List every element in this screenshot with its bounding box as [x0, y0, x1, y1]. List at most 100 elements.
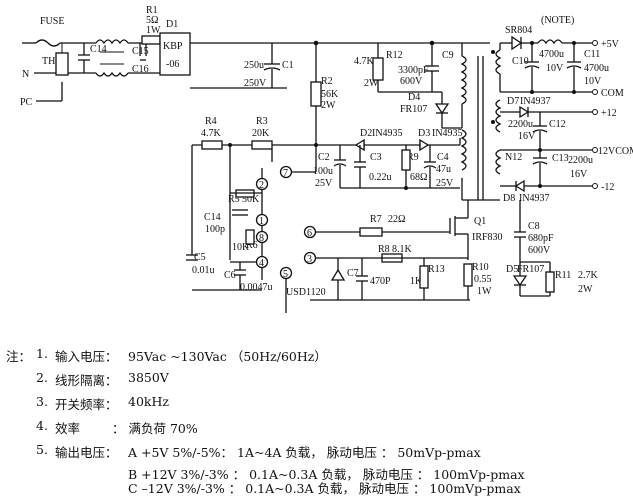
note-value-3: 40kHz: [128, 394, 169, 409]
diode-d4: [434, 92, 450, 128]
label-sr804: SR804: [505, 25, 532, 36]
label-r6-val: 10K: [232, 242, 250, 253]
label-r1-val: 5Ω: [146, 15, 158, 26]
capacitor-c8: [514, 200, 526, 262]
label-d5-p: FR107: [517, 264, 544, 275]
label-c4: C4: [437, 152, 449, 163]
label-c6-val: 0.0047u: [240, 282, 273, 293]
label-c11-val: 4700u: [584, 63, 609, 74]
label-out-com: COM: [601, 88, 624, 99]
label-r11-val: 2.7K: [578, 270, 599, 281]
label-ic: USD1120: [286, 287, 326, 298]
notes-section: 注： 1. 输入电压： 95Vac ~130Vac （50Hz/60Hz） 2.…: [0, 340, 633, 496]
label-kbp: KBP: [163, 41, 183, 52]
label-c12-val: 2200u: [508, 119, 533, 130]
zener-diode: [330, 258, 346, 300]
label-r11-w: 2W: [578, 284, 593, 295]
label-d3: D3: [418, 128, 430, 139]
resistor-r13: [419, 265, 429, 289]
terminal-12v[interactable]: [592, 109, 598, 115]
label-r12: R12: [386, 50, 403, 61]
capacitor-c10: [524, 43, 540, 92]
label-r2-val: 56K: [321, 89, 339, 100]
capacitor-c13: [532, 150, 548, 186]
svg-text:6: 6: [307, 228, 312, 239]
terminal-m12v[interactable]: [592, 183, 598, 189]
capacitor-c14-line: [78, 43, 90, 73]
label-c7-val: 470P: [370, 276, 391, 287]
capacitor-c2: [333, 145, 347, 188]
capacitor-c9: [425, 43, 439, 92]
label-d2-p: IN4935: [372, 128, 403, 139]
diode-d5: [512, 262, 528, 296]
label-c6: C6: [224, 270, 236, 281]
label-c10-val: 4700u: [539, 49, 564, 60]
label-r7: R7: [370, 214, 382, 225]
capacitor-c12: [532, 112, 548, 150]
label-c2-val: 100u: [313, 166, 333, 177]
label-r6: R6: [246, 240, 258, 251]
label-r1: R1: [146, 5, 158, 16]
label-r12-w: 2W: [364, 78, 379, 89]
resistor-r3: [251, 140, 273, 150]
terminal-5v[interactable]: [592, 40, 598, 46]
note-num-1: 1.: [36, 346, 48, 361]
label-c16: C16: [132, 64, 149, 75]
label-d7: D7: [507, 96, 519, 107]
note-value-4: ： 满负荷 70%: [112, 421, 198, 436]
label-c2: C2: [318, 152, 330, 163]
label-r11: R11: [555, 270, 571, 281]
label-n12: N12: [505, 152, 522, 163]
label-d4-p: FR107: [400, 104, 427, 115]
label-r10: R10: [472, 262, 489, 273]
note-label-3: 开关频率：: [55, 397, 118, 412]
label-c11: C11: [584, 49, 600, 60]
svg-text:4: 4: [259, 258, 264, 269]
label-r13-val: 1K: [410, 276, 423, 287]
diode-sr804: [500, 35, 538, 51]
label-d8: D8: [503, 193, 515, 204]
label-r4-val: 4.7K: [201, 128, 222, 139]
label-c9-val: 3300pF: [398, 65, 429, 76]
label-c14: C14: [204, 212, 221, 223]
label-c11-v: 10V: [584, 76, 602, 87]
label-r8: R8: [378, 244, 390, 255]
label-n: N: [22, 69, 29, 80]
resistor-r6: [245, 229, 255, 245]
label-r8-val: 8.1K: [392, 244, 413, 255]
label-pc: PC: [20, 97, 33, 108]
label-c5: C5: [194, 252, 206, 263]
label-c2-v: 25V: [315, 178, 333, 189]
label-c4-v: 25V: [436, 178, 454, 189]
label-d5: D5: [506, 264, 518, 275]
capacitor-c15-c16: [139, 43, 147, 61]
label-note: (NOTE): [541, 15, 574, 26]
label-d1: D1: [166, 19, 178, 30]
note-label-1: 输入电压：: [55, 349, 118, 364]
label-c1: C1: [282, 60, 294, 71]
label-d3-p: IN4935: [432, 128, 463, 139]
terminal-com[interactable]: [592, 89, 598, 95]
label-r9: R9: [407, 152, 419, 163]
fuse-symbol: [22, 39, 96, 47]
label-out-12: +12: [601, 108, 617, 119]
label-out-5v: +5V: [601, 39, 620, 50]
mosfet-q1: [449, 200, 469, 260]
note-value-5: A +5V 5%/-5%： 1A~4A 负载， 脉动电压 ： 50mVp-pma…: [128, 445, 481, 460]
label-c8-val: 680pF: [528, 233, 554, 244]
terminal-12vcom[interactable]: [592, 147, 598, 153]
label-r2: R2: [321, 76, 333, 87]
resistor-r7: [359, 227, 383, 237]
note-num-5: 5.: [36, 442, 48, 457]
capacitor-c3: [354, 145, 366, 188]
capacitor-c7: [356, 258, 368, 300]
resistor-r12: [372, 57, 384, 81]
label-c12: C12: [549, 119, 566, 130]
svg-text:8: 8: [259, 233, 264, 244]
note-num-4: 4.: [36, 418, 48, 433]
label-c10: C10: [512, 56, 529, 67]
resistor-r4: [201, 140, 223, 150]
bridge-rectifier-d1: [159, 32, 191, 76]
label-c4-val: 47u: [436, 164, 451, 175]
label-out-12com: 12VCOM: [598, 146, 633, 157]
